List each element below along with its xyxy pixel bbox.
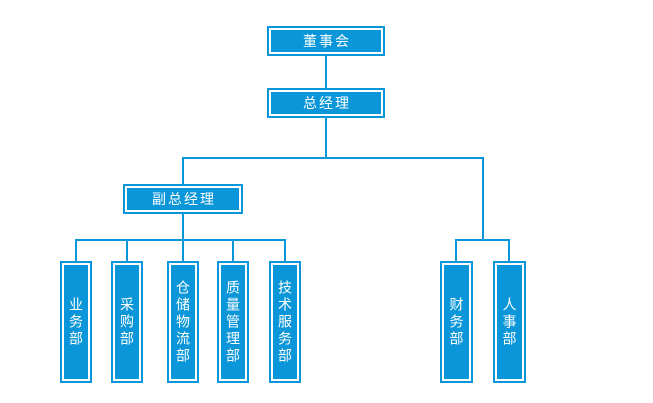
node-label: 副总经理 [152,191,216,207]
node-label: 人事部 [501,296,518,348]
connector-to-purchasing-dept [126,239,128,261]
node-label: 技术服务部 [277,279,293,365]
node-warehouse-logistics-dept: 仓储物流部 [167,261,199,383]
node-label: 仓储物流部 [175,279,191,365]
node-business-dept: 业务部 [60,261,92,383]
connector-right-branch-drop [482,157,484,241]
node-technical-service-dept: 技术服务部 [269,261,301,383]
connector-to-hr-dept [508,239,510,261]
node-board-of-directors: 董事会 [267,26,385,56]
connector-gm-down [325,118,327,158]
connector-to-business-dept [75,239,77,261]
node-quality-management-dept: 质量管理部 [217,261,249,383]
connector-board-to-gm [325,56,327,88]
node-label: 质量管理部 [225,279,241,365]
node-label: 总经理 [303,95,351,111]
connector-main-horizontal [182,157,484,159]
connector-left-branch-horizontal [75,239,286,241]
node-label: 采购部 [119,296,135,348]
node-purchasing-dept: 采购部 [111,261,143,383]
connector-to-technical-dept [284,239,286,261]
connector-to-finance-dept [455,239,457,261]
connector-deputy-gm-down [182,214,184,261]
connector-to-deputy-gm [182,157,184,186]
node-label: 财务部 [448,296,465,348]
node-general-manager: 总经理 [267,88,385,118]
node-finance-dept: 财务部 [440,261,473,383]
connector-right-branch-horizontal [455,239,510,241]
node-label: 业务部 [68,296,84,348]
node-deputy-general-manager: 副总经理 [123,184,243,214]
connector-to-quality-dept [232,239,234,261]
node-label: 董事会 [303,33,351,49]
node-hr-dept: 人事部 [493,261,526,383]
